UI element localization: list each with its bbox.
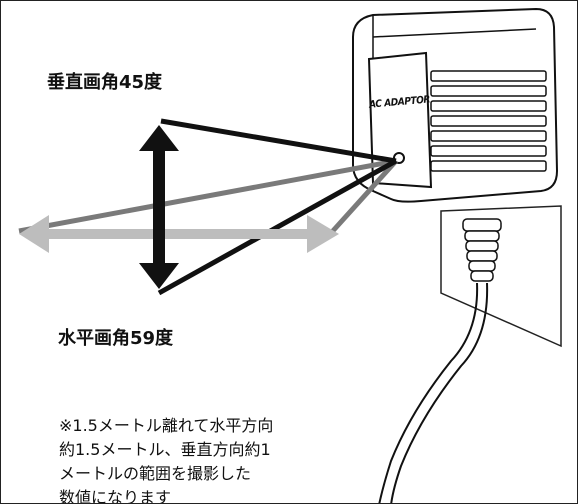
- vertical-fov-line-top: [160, 118, 397, 164]
- note-line: 約1.5メートル、垂直方向約1: [59, 440, 271, 459]
- vertical-angle-label: 垂直画角45度: [47, 72, 163, 93]
- power-cord: [378, 282, 479, 503]
- note-text: ※1.5メートル離れて水平方向 約1.5メートル、垂直方向約1 メートルの範囲を…: [59, 414, 359, 504]
- camera-lens: [393, 152, 405, 164]
- vertical-arrow: [139, 125, 179, 289]
- horizontal-fov-line-left: [18, 158, 397, 234]
- horizontal-fov-line-right: [329, 159, 398, 235]
- note-line: ※1.5メートル離れて水平方向: [59, 416, 274, 435]
- horizontal-arrow: [19, 215, 339, 253]
- note-line: 数値になります: [59, 488, 172, 504]
- ac-adapter-image: [352, 7, 559, 282]
- vertical-fov-line-bottom: [157, 158, 398, 296]
- note-line: メートルの範囲を撮影した: [59, 464, 252, 483]
- horizontal-angle-label: 水平画角59度: [58, 328, 174, 349]
